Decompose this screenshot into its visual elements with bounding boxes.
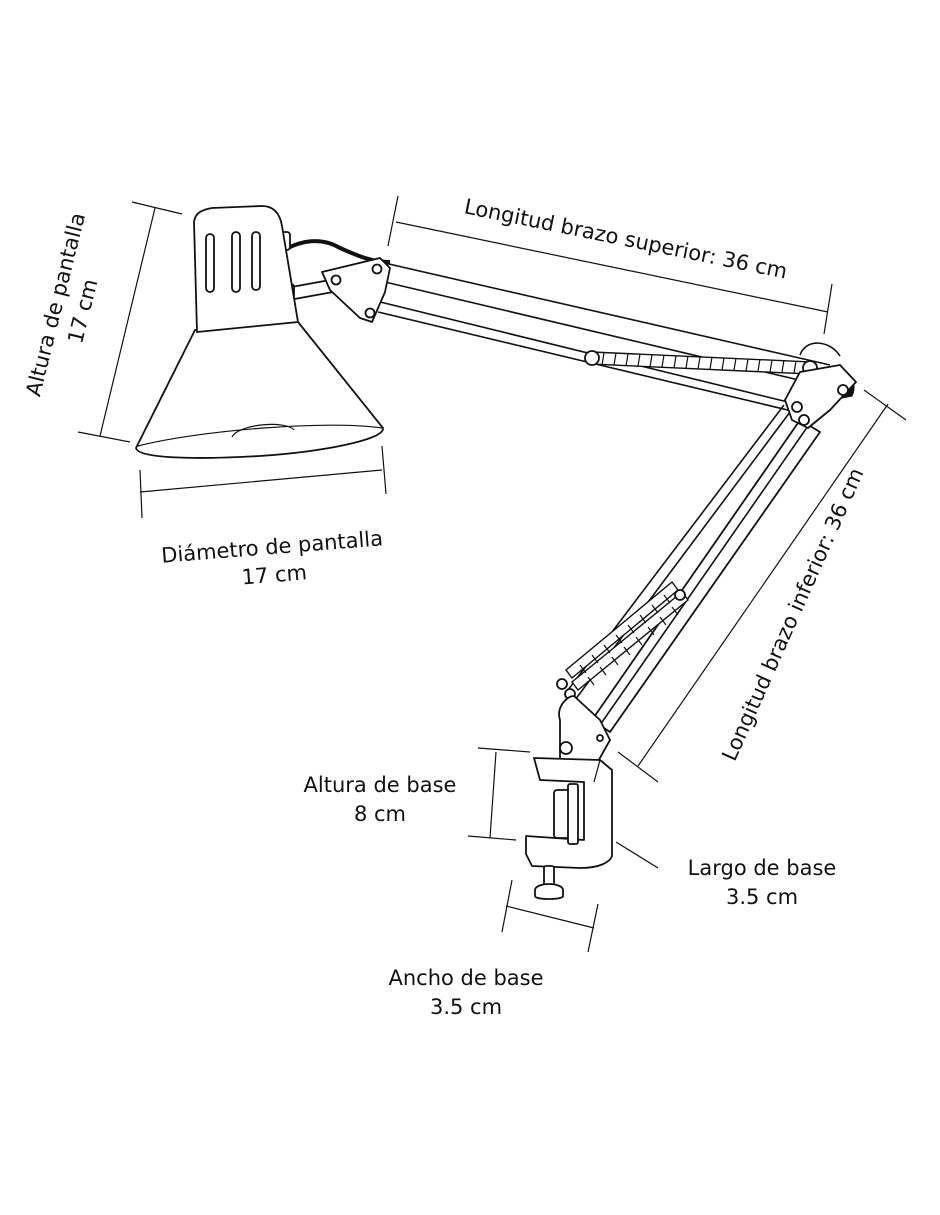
shade-vents [205,231,261,293]
base-length-label: Largo de base 3.5 cm [688,856,837,909]
shade-bracket [321,257,391,323]
lower-arm [567,404,821,733]
dimension-lines [77,195,907,953]
base-width-title: Ancho de base [388,966,543,990]
lamp-base-clamp [525,695,613,900]
shade-height-label: Altura de pantalla 17 cm [21,210,102,398]
base-length-value: 3.5 cm [726,885,798,909]
lower-arm-springs [556,580,689,700]
shade-diameter-label: Diámetro de pantalla 17 cm [160,526,383,589]
base-height-title: Altura de base [304,773,457,797]
lamp-shade [135,205,384,459]
shade-diameter-title: Diámetro de pantalla [160,526,383,567]
base-length-title: Largo de base [688,856,837,880]
base-width-label: Ancho de base 3.5 cm [388,966,543,1019]
shade-diameter-value: 17 cm [241,560,308,589]
base-height-label: Altura de base 8 cm [304,773,457,826]
elbow-joint [784,342,857,429]
lamp-illustration [135,205,857,900]
base-width-value: 3.5 cm [430,995,502,1019]
upper-arm [371,261,831,413]
base-height-value: 8 cm [354,802,406,826]
